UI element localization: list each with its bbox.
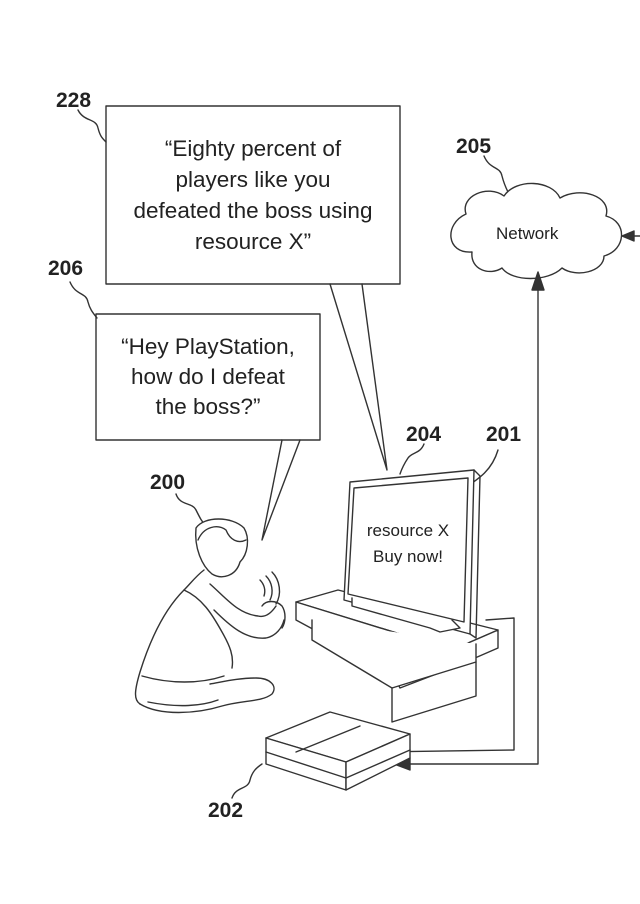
bubble-228-tail [330, 284, 387, 470]
leader-228 [78, 110, 106, 142]
ref-label-205: 205 [456, 136, 491, 157]
ref-label-202: 202 [208, 800, 243, 821]
ref-label-200: 200 [150, 472, 185, 493]
leader-202 [232, 764, 262, 798]
bubble-206-tail [262, 440, 300, 540]
system-response-text: “Eighty percent of players like you defe… [106, 106, 400, 284]
ref-label-228: 228 [56, 90, 91, 111]
network-side-head [622, 231, 634, 241]
leader-205 [484, 156, 508, 192]
leader-200 [176, 494, 206, 526]
ref-label-206: 206 [48, 258, 83, 279]
user-figure [136, 519, 286, 713]
ref-label-204: 204 [406, 424, 441, 445]
leader-204 [400, 444, 424, 474]
network-label: Network [496, 224, 558, 244]
leader-206 [70, 282, 97, 318]
tv-screen-text: resource X Buy now! [352, 518, 464, 570]
user-query-text: “Hey PlayStation, how do I defeat the bo… [96, 314, 320, 440]
ref-label-201: 201 [486, 424, 521, 445]
